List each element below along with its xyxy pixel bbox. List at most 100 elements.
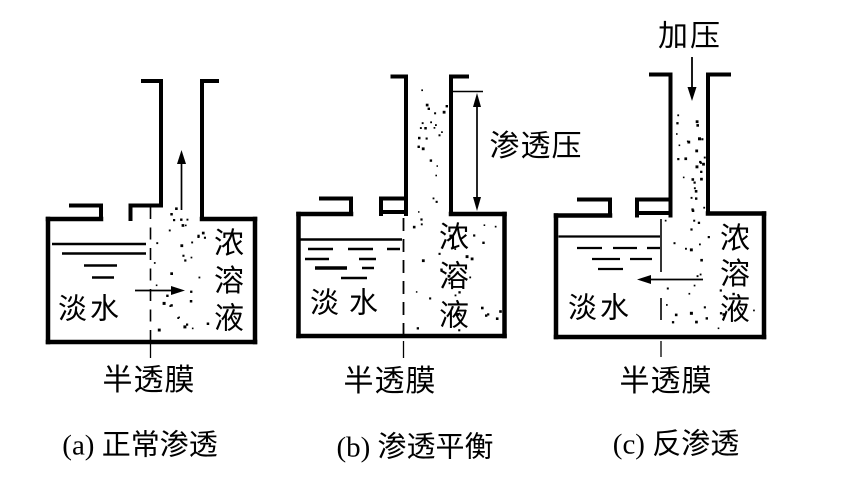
panel-c-water-level-lines bbox=[558, 235, 660, 271]
solute-dot bbox=[456, 313, 460, 316]
panel-c-fresh-water-label: 淡水 bbox=[567, 292, 633, 325]
solute-dot bbox=[693, 219, 696, 222]
solute-dot bbox=[419, 127, 422, 129]
dimension-arrowhead-top bbox=[473, 93, 481, 107]
solute-dot bbox=[703, 206, 706, 209]
solute-dot bbox=[695, 320, 698, 324]
solute-dot bbox=[417, 145, 420, 148]
solute-dot bbox=[418, 211, 420, 213]
solute-dot bbox=[495, 317, 499, 320]
panel-c-tube-right-wall bbox=[706, 72, 731, 216]
solute-dot bbox=[447, 274, 451, 278]
solute-dot bbox=[719, 312, 723, 315]
panel-c-flow-left-arrow bbox=[637, 275, 703, 284]
panel-c-concentrated-solution-label: 浓溶液 bbox=[715, 222, 748, 329]
panel-a-osmosis-up-arrow bbox=[177, 150, 186, 210]
solute-dot bbox=[700, 177, 703, 181]
solute-dot bbox=[687, 140, 691, 144]
solute-dot bbox=[695, 120, 699, 124]
solute-dot bbox=[700, 162, 702, 164]
dimension-arrowhead-bottom bbox=[473, 197, 481, 211]
solute-dot bbox=[435, 124, 437, 126]
solute-dot bbox=[436, 165, 438, 167]
solute-dot bbox=[170, 304, 173, 307]
solute-dot bbox=[487, 313, 490, 316]
panel-b-vessel bbox=[296, 211, 507, 339]
solute-dot bbox=[685, 247, 687, 250]
solute-dot bbox=[190, 290, 193, 293]
solute-dot bbox=[153, 262, 156, 264]
solute-dot bbox=[429, 159, 433, 162]
solute-dot bbox=[438, 134, 441, 137]
panel-a-vessel bbox=[45, 216, 258, 345]
solute-dot bbox=[169, 305, 172, 307]
solute-dot bbox=[682, 176, 685, 179]
solute-dot bbox=[438, 252, 441, 255]
solute-dot bbox=[166, 294, 169, 297]
panel-a-neck-shoulder bbox=[128, 203, 163, 221]
solute-dot bbox=[442, 110, 446, 114]
solute-dot bbox=[690, 196, 693, 199]
solute-dot bbox=[458, 291, 461, 294]
solute-dot bbox=[693, 181, 696, 184]
panel-b-tube-right-wall bbox=[449, 74, 469, 216]
solute-dot bbox=[701, 138, 704, 141]
solute-dot bbox=[454, 294, 457, 297]
solute-dot bbox=[420, 218, 423, 221]
solute-dot bbox=[206, 322, 210, 325]
panel-a-tube-right-wall bbox=[200, 79, 219, 221]
solute-dot bbox=[689, 311, 693, 315]
solute-dot bbox=[201, 231, 205, 235]
solute-dot bbox=[458, 329, 461, 332]
solute-dot bbox=[168, 229, 171, 232]
solute-dot bbox=[698, 137, 701, 141]
solute-dot bbox=[425, 103, 429, 107]
solute-dot bbox=[465, 255, 469, 259]
solute-dot bbox=[189, 300, 193, 303]
solute-dot bbox=[180, 244, 184, 248]
solute-dot bbox=[470, 257, 474, 261]
solute-dot bbox=[671, 321, 675, 324]
solute-dot bbox=[693, 284, 696, 287]
panel-a-tube-left-wall bbox=[141, 79, 163, 208]
solute-dot bbox=[434, 112, 437, 115]
solute-dot bbox=[676, 133, 678, 135]
solute-dot bbox=[688, 292, 691, 295]
solute-dot bbox=[499, 310, 502, 313]
panel-b-membrane-label: 半透膜 bbox=[343, 365, 437, 398]
solute-dot bbox=[429, 297, 432, 300]
solute-dot bbox=[203, 236, 206, 239]
panel-b-caption: (b) 渗透平衡 bbox=[336, 431, 494, 464]
solute-dot bbox=[448, 282, 451, 285]
solute-dot bbox=[695, 165, 699, 169]
solute-dot bbox=[483, 224, 486, 226]
panel-c-applied-pressure-label: 加压 bbox=[658, 20, 722, 53]
solute-dot bbox=[451, 269, 454, 273]
solute-dot bbox=[664, 219, 667, 222]
solute-dot bbox=[481, 306, 484, 310]
panel-a-concentrated-solution-label: 浓溶液 bbox=[209, 227, 242, 340]
solute-dot bbox=[182, 254, 185, 257]
solute-dot bbox=[173, 219, 176, 222]
solute-dot bbox=[678, 144, 681, 147]
solute-dot bbox=[454, 248, 457, 250]
solute-dot bbox=[181, 224, 185, 227]
panel-c-tube-left-wall bbox=[649, 72, 673, 218]
solute-dot bbox=[197, 235, 200, 238]
solute-dot bbox=[696, 275, 699, 278]
panel-a-membrane-label: 半透膜 bbox=[102, 364, 196, 397]
solute-dot bbox=[676, 122, 679, 125]
solute-dot bbox=[421, 147, 425, 151]
solute-dot bbox=[753, 309, 755, 312]
panel-b-solute-dots bbox=[412, 89, 502, 332]
left-arrowhead bbox=[637, 275, 651, 284]
solute-dot bbox=[184, 259, 187, 262]
solute-dot bbox=[482, 241, 485, 244]
panel-b-water-level-lines bbox=[298, 238, 402, 280]
panel-a-water-level-lines bbox=[52, 242, 146, 279]
solute-dot bbox=[421, 89, 423, 92]
solute-dot bbox=[703, 306, 706, 309]
panel-c-pressure-down-arrow bbox=[687, 57, 697, 101]
solute-dot bbox=[449, 234, 453, 238]
